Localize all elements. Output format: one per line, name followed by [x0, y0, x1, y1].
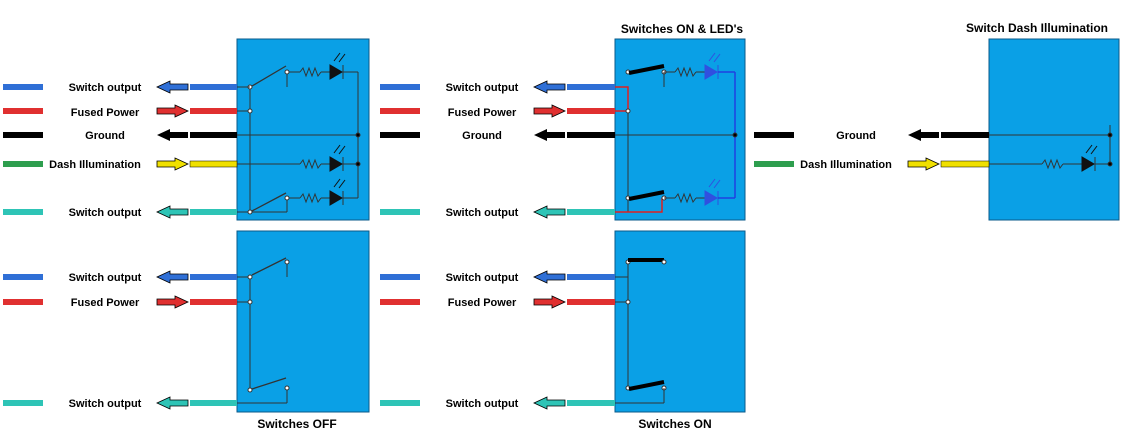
title-switches-off: Switches OFF	[257, 417, 336, 431]
wire-bar-red	[380, 108, 420, 114]
wire-bar-blue	[3, 84, 43, 90]
wire-bar-teal	[3, 400, 43, 406]
arrow-left-blue	[533, 270, 566, 284]
led-rays-top-middle	[708, 52, 721, 189]
arrow-left-blue	[156, 270, 189, 284]
wire-bar-yellow	[189, 160, 238, 168]
wire-bar-blue	[567, 274, 615, 280]
wire-bar-black	[190, 132, 237, 138]
label-switch-output: Switch output	[69, 82, 142, 94]
label-ground: Ground	[836, 130, 876, 142]
wire-bar-red	[190, 108, 237, 114]
wire-bar-green	[3, 161, 43, 167]
wire-bar-teal	[190, 209, 237, 215]
circuit-right	[989, 125, 1113, 172]
wire-bar-blue	[567, 84, 615, 90]
wire-bar-red	[3, 108, 43, 114]
title-switch-dash-illumination: Switch Dash Illumination	[966, 21, 1108, 35]
label-ground: Ground	[85, 130, 125, 142]
arrow-right-red	[533, 295, 566, 309]
label-switch-output: Switch output	[446, 82, 519, 94]
wire-bar-yellow	[940, 160, 990, 168]
wire-bar-red	[3, 299, 43, 305]
arrow-right-yellow	[156, 157, 189, 171]
label-switch-output: Switch output	[446, 398, 519, 410]
arrow-left-blue	[156, 80, 189, 94]
wire-bar-blue	[190, 84, 237, 90]
wire-bar-red	[567, 108, 615, 114]
wire-bar-green	[754, 161, 794, 167]
label-switch-output: Switch output	[446, 207, 519, 219]
wire-bar-blue	[3, 274, 43, 280]
wire-bar-red	[380, 299, 420, 305]
label-fused-power: Fused Power	[71, 107, 140, 119]
wire-bar-black	[754, 132, 794, 138]
led-rays-top-left	[333, 52, 346, 189]
wire-bar-blue	[190, 274, 237, 280]
label-ground: Ground	[462, 130, 502, 142]
arrow-left-teal	[156, 396, 189, 410]
circuit-top-middle	[615, 64, 738, 213]
label-fused-power: Fused Power	[448, 297, 517, 309]
panel-top-left	[236, 38, 370, 221]
circuit-bottom-middle	[615, 258, 667, 404]
label-switch-output: Switch output	[69, 398, 142, 410]
wire-bar-blue	[380, 84, 420, 90]
arrow-left-black	[908, 129, 939, 141]
led-rays-right	[1085, 144, 1098, 155]
arrow-left-blue	[533, 80, 566, 94]
wire-bar-teal	[380, 209, 420, 215]
arrow-left-teal	[156, 205, 189, 219]
arrow-left-black	[534, 129, 565, 141]
wire-bar-black	[567, 132, 615, 138]
title-switches-on-leds: Switches ON & LED's	[621, 22, 744, 36]
arrow-right-yellow	[907, 157, 940, 171]
circuit-bottom-left	[237, 257, 290, 404]
label-switch-output: Switch output	[69, 272, 142, 284]
arrow-right-red	[533, 104, 566, 118]
label-switch-output: Switch output	[69, 207, 142, 219]
right-column-wires: Ground Dash Illumination	[754, 129, 990, 171]
wire-bar-teal	[380, 400, 420, 406]
label-fused-power: Fused Power	[71, 297, 140, 309]
wire-bar-red	[567, 299, 615, 305]
panel-top-middle	[614, 38, 746, 221]
wire-bar-teal	[190, 400, 237, 406]
arrow-right-red	[156, 295, 189, 309]
arrow-left-teal	[533, 205, 566, 219]
wire-bar-teal	[3, 209, 43, 215]
wire-bar-teal	[567, 400, 615, 406]
panel-right	[988, 38, 1120, 221]
circuit-top-left	[237, 64, 361, 215]
arrow-left-black	[157, 129, 188, 141]
label-dash-illumination: Dash Illumination	[800, 159, 892, 171]
label-dash-illumination: Dash Illumination	[49, 159, 141, 171]
panel-bottom-left	[236, 230, 370, 413]
label-fused-power: Fused Power	[448, 107, 517, 119]
wire-bar-black	[941, 132, 989, 138]
arrow-left-teal	[533, 396, 566, 410]
wire-bar-blue	[380, 274, 420, 280]
wire-bar-black	[3, 132, 43, 138]
wire-bar-teal	[567, 209, 615, 215]
title-switches-on: Switches ON	[638, 417, 711, 431]
left-column-wires: Switch output Fused Power Ground Dash Il…	[3, 80, 238, 410]
label-switch-output: Switch output	[446, 272, 519, 284]
wire-bar-black	[380, 132, 420, 138]
arrow-right-red	[156, 104, 189, 118]
middle-column-wires: Switch output Fused Power Ground Switch …	[380, 80, 615, 410]
wire-bar-red	[190, 299, 237, 305]
